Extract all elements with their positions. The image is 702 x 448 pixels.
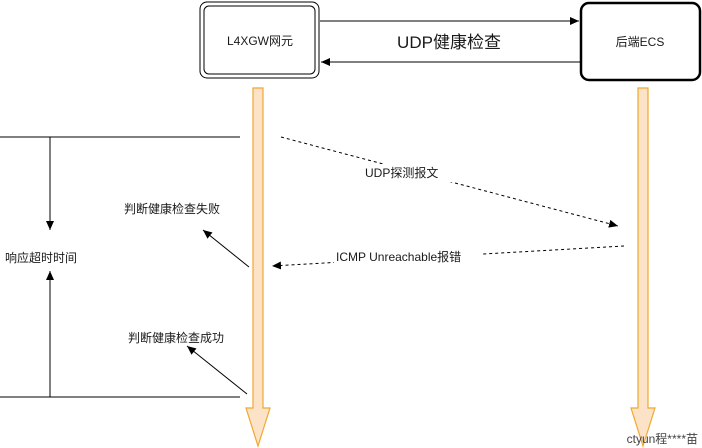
backend-node: 后端ECS [579,1,702,82]
icmp-error-label-bg [334,248,482,266]
health-check-label: UDP健康检查 [397,33,501,52]
backend-lifeline [630,87,656,448]
watermark: ctyun程****苗 [627,431,698,446]
judgment-success-label: 判断健康检查成功 [128,330,224,345]
gateway-node-label: L4XGW网元 [227,34,293,48]
udp-probe-label: UDP探测报文 [365,165,438,180]
gateway-lifeline [245,87,271,448]
backend-node-label: 后端ECS [616,35,665,49]
judgment-success-arrow [186,345,248,395]
gateway-node: L4XGW网元 [199,1,320,79]
icmp-error-label: ICMP Unreachable报错 [336,249,461,264]
timeout-label: 响应超时时间 [5,250,77,265]
judgment-fail-arrow [202,229,250,268]
judgment-fail-label: 判断健康检查失败 [124,201,220,216]
udp-probe-label-bg [363,164,453,182]
